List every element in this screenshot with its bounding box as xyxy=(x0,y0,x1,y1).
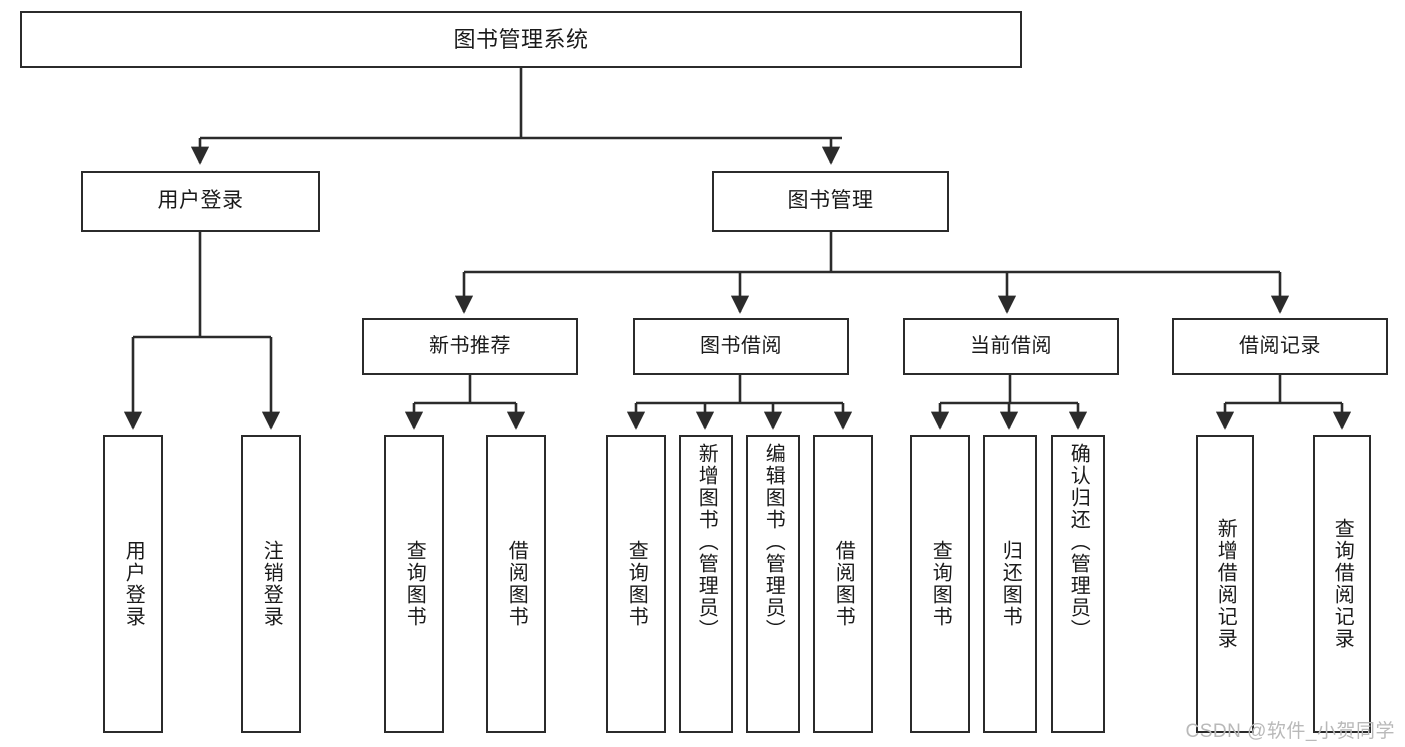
leaf-query-book-recommend-label: 查询图书 xyxy=(403,540,426,628)
leaf-query-book-current[interactable]: 查询图书 xyxy=(910,435,970,733)
leaf-add-borrow-record[interactable]: 新增借阅记录 xyxy=(1196,435,1254,733)
leaf-borrow-book-recommend[interactable]: 借阅图书 xyxy=(486,435,546,733)
node-current-borrow-label: 当前借阅 xyxy=(970,335,1052,357)
leaf-add-borrow-record-label: 新增借阅记录 xyxy=(1214,518,1237,650)
leaf-query-book-recommend[interactable]: 查询图书 xyxy=(384,435,444,733)
node-current-borrow[interactable]: 当前借阅 xyxy=(903,318,1119,375)
leaf-logout[interactable]: 注销登录 xyxy=(241,435,301,733)
watermark-text: CSDN @软件_小贺同学 xyxy=(1185,721,1395,742)
leaf-borrow-book-label: 借阅图书 xyxy=(832,540,855,628)
leaf-borrow-book-recommend-label: 借阅图书 xyxy=(505,540,528,628)
leaf-confirm-return-admin[interactable]: 确认归还（管理员） xyxy=(1051,435,1105,733)
node-borrow-record[interactable]: 借阅记录 xyxy=(1172,318,1388,375)
leaf-add-book-admin[interactable]: 新增图书（管理员） xyxy=(679,435,733,733)
leaf-query-book-borrow-label: 查询图书 xyxy=(625,540,648,628)
leaf-add-book-admin-label: 新增图书（管理员） xyxy=(695,443,718,641)
leaf-user-login[interactable]: 用户登录 xyxy=(103,435,163,733)
leaf-edit-book-admin-label: 编辑图书（管理员） xyxy=(762,443,785,641)
node-root-label: 图书管理系统 xyxy=(453,26,589,52)
leaf-return-book[interactable]: 归还图书 xyxy=(983,435,1037,733)
leaf-borrow-book[interactable]: 借阅图书 xyxy=(813,435,873,733)
leaf-user-login-label: 用户登录 xyxy=(122,540,145,628)
leaf-edit-book-admin[interactable]: 编辑图书（管理员） xyxy=(746,435,800,733)
node-book-management-label: 图书管理 xyxy=(787,189,874,213)
leaf-query-borrow-record[interactable]: 查询借阅记录 xyxy=(1313,435,1371,733)
node-book-management[interactable]: 图书管理 xyxy=(712,171,949,232)
leaf-query-book-borrow[interactable]: 查询图书 xyxy=(606,435,666,733)
node-borrow-record-label: 借阅记录 xyxy=(1239,335,1321,357)
node-book-borrow[interactable]: 图书借阅 xyxy=(633,318,849,375)
leaf-return-book-label: 归还图书 xyxy=(999,540,1022,628)
node-user-login-label: 用户登录 xyxy=(157,189,244,213)
node-book-borrow-label: 图书借阅 xyxy=(700,335,782,357)
node-new-book-recommend[interactable]: 新书推荐 xyxy=(362,318,578,375)
node-user-login[interactable]: 用户登录 xyxy=(81,171,320,232)
leaf-confirm-return-admin-label: 确认归还（管理员） xyxy=(1067,443,1090,641)
leaf-query-book-current-label: 查询图书 xyxy=(929,540,952,628)
leaf-logout-label: 注销登录 xyxy=(260,540,283,628)
node-root[interactable]: 图书管理系统 xyxy=(20,11,1022,68)
leaf-query-borrow-record-label: 查询借阅记录 xyxy=(1331,518,1354,650)
node-new-book-recommend-label: 新书推荐 xyxy=(429,335,511,357)
